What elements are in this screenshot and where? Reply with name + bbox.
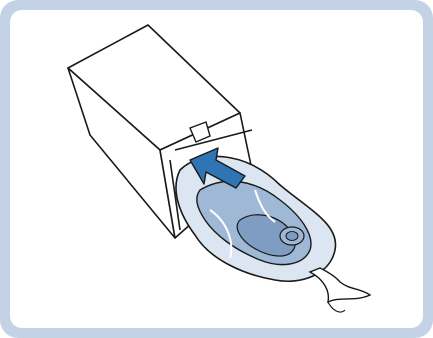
illustration-panel [10, 10, 423, 328]
illustration-canvas [10, 10, 423, 328]
